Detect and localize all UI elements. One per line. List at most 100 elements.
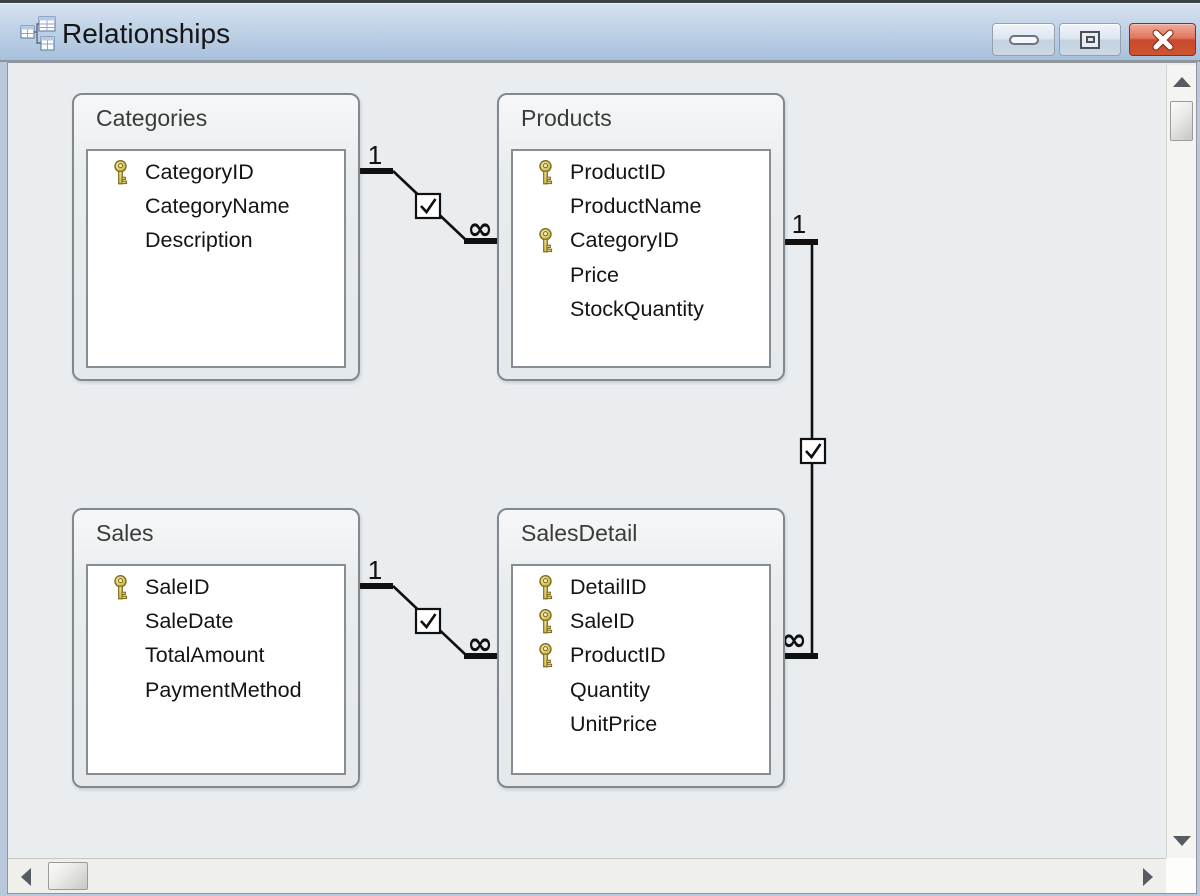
field-row-categoryid[interactable]: CategoryID <box>88 155 344 189</box>
key-icon-placeholder <box>537 194 554 219</box>
field-row-categoryname[interactable]: CategoryName <box>88 189 344 223</box>
many-side-bar <box>464 653 497 659</box>
field-name: ProductID <box>570 159 666 184</box>
primary-key-icon <box>537 643 554 668</box>
key-icon-placeholder <box>112 194 129 219</box>
close-icon <box>1152 29 1173 50</box>
field-row-quantity[interactable]: Quantity <box>513 673 769 707</box>
field-name: CategoryID <box>570 228 679 253</box>
field-row-productid[interactable]: ProductID <box>513 639 769 673</box>
one-side-bar <box>360 583 393 589</box>
horizontal-scrollbar-thumb[interactable] <box>48 862 88 890</box>
field-row-detailid[interactable]: DetailID <box>513 570 769 604</box>
scroll-down-button[interactable] <box>1167 830 1197 852</box>
field-row-paymentmethod[interactable]: PaymentMethod <box>88 673 344 707</box>
titlebar[interactable]: Relationships <box>0 0 1200 62</box>
relationship-categories-products[interactable]: 1 ∞ <box>360 140 497 247</box>
field-name: DetailID <box>570 574 647 599</box>
scroll-right-button[interactable] <box>1136 859 1160 894</box>
primary-key-icon <box>537 228 554 253</box>
arrow-down-icon <box>1173 836 1191 846</box>
key-icon-placeholder <box>112 643 129 668</box>
table-title: Categories <box>96 105 208 131</box>
check-icon <box>420 198 437 215</box>
table-title: Products <box>521 105 612 131</box>
canvas: 1 ∞ 1 <box>10 65 1166 858</box>
field-row-saledate[interactable]: SaleDate <box>88 604 344 638</box>
relationships-content-frame: 1 ∞ 1 <box>7 62 1197 894</box>
relationship-lines-layer: 1 ∞ 1 <box>360 140 827 662</box>
field-row-totalamount[interactable]: TotalAmount <box>88 639 344 673</box>
arrow-up-icon <box>1173 77 1191 87</box>
maximize-button[interactable] <box>1059 23 1121 56</box>
primary-key-icon <box>112 159 129 185</box>
field-row-unitprice[interactable]: UnitPrice <box>513 708 769 742</box>
check-icon <box>420 613 437 630</box>
field-row-price[interactable]: Price <box>513 258 769 292</box>
scroll-left-button[interactable] <box>14 859 38 894</box>
scroll-up-button[interactable] <box>1167 71 1197 93</box>
key-icon-placeholder <box>537 263 554 288</box>
field-row-categoryid[interactable]: CategoryID <box>513 224 769 258</box>
many-side-bar <box>785 653 818 659</box>
enforce-referential-integrity-checkbox <box>414 607 442 635</box>
key-icon-placeholder <box>537 678 554 703</box>
field-name: ProductName <box>570 194 702 219</box>
field-row-stockquantity[interactable]: StockQuantity <box>513 293 769 327</box>
table-title: SalesDetail <box>521 520 638 546</box>
field-name: PaymentMethod <box>145 677 302 702</box>
check-icon <box>805 443 822 460</box>
one-label: 1 <box>368 555 382 585</box>
field-row-description[interactable]: Description <box>88 224 344 258</box>
field-name: Quantity <box>570 677 651 702</box>
one-label: 1 <box>368 140 382 170</box>
field-name: Price <box>570 262 619 287</box>
relationship-products-salesdetail[interactable]: 1 ∞ <box>781 209 827 659</box>
field-name: StockQuantity <box>570 297 704 322</box>
field-name: SaleID <box>570 609 635 634</box>
arrow-right-icon <box>1143 867 1153 886</box>
one-side-bar <box>785 239 818 245</box>
field-name: Description <box>145 228 253 253</box>
key-icon-placeholder <box>112 678 129 703</box>
maximize-restore-icon <box>1080 30 1100 49</box>
field-name: CategoryID <box>145 159 254 184</box>
primary-key-icon <box>537 609 554 634</box>
many-label: ∞ <box>781 622 807 658</box>
many-side-bar <box>464 238 497 244</box>
minimize-button[interactable] <box>992 23 1055 56</box>
horizontal-scrollbar[interactable] <box>8 858 1166 893</box>
close-button[interactable] <box>1129 23 1196 56</box>
field-row-saleid[interactable]: SaleID <box>513 604 769 638</box>
field-name: ProductID <box>570 643 666 668</box>
field-name: SaleDate <box>145 609 234 634</box>
one-side-bar <box>360 168 393 174</box>
vertical-scrollbar-thumb[interactable] <box>1170 101 1193 141</box>
arrow-left-icon <box>21 867 31 886</box>
field-row-saleid[interactable]: SaleID <box>88 570 344 604</box>
many-label: ∞ <box>467 211 493 247</box>
primary-key-icon <box>537 159 554 185</box>
many-label: ∞ <box>467 626 493 662</box>
primary-key-icon <box>537 574 554 600</box>
key-icon-placeholder <box>112 609 129 634</box>
relationship-sales-salesdetail[interactable]: 1 ∞ <box>360 555 497 662</box>
field-name: CategoryName <box>145 194 290 219</box>
one-label: 1 <box>792 209 806 239</box>
field-row-productid[interactable]: ProductID <box>513 155 769 189</box>
field-row-productname[interactable]: ProductName <box>513 189 769 223</box>
key-icon-placeholder <box>537 712 554 737</box>
vertical-scrollbar[interactable] <box>1166 65 1196 858</box>
key-icon-placeholder <box>537 297 554 322</box>
window-title: Relationships <box>62 18 231 49</box>
primary-key-icon <box>112 574 129 600</box>
